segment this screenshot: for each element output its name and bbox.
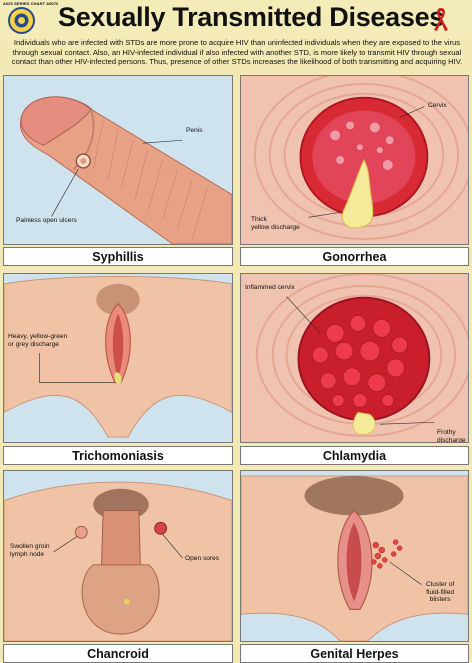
emblem-icon (8, 7, 35, 34)
syphilis-drawing (4, 76, 232, 244)
gonorrhea-drawing (241, 76, 468, 244)
caption-genital-herpes: Genital Herpes (240, 644, 469, 663)
caption-chancroid: Chancroid (3, 644, 233, 663)
genital-herpes-drawing (241, 471, 468, 641)
label-painless-open-ulcers: Painless open ulcers (16, 217, 77, 224)
chancroid-illustration: Swollen groin lymph node Open sores (3, 470, 233, 642)
page-title: Sexually Transmitted Diseases (58, 2, 445, 32)
intro-paragraph: Individuals who are infected with STDs a… (11, 38, 463, 67)
label-inflammed-cervix: Inflammed cervix (245, 284, 295, 291)
label-thick-yellow-discharge: Thick yellow discharge (251, 216, 300, 231)
chancroid-drawing (4, 471, 232, 641)
label-open-sores: Open sores (185, 555, 220, 562)
label-frothy-discharge: Frothy discharge (437, 429, 466, 443)
caption-syphilis: Syphillis (3, 247, 233, 266)
label-cervix: Cervix (428, 102, 447, 109)
caption-chlamydia: Chlamydia (240, 446, 469, 465)
chlamydia-drawing (241, 274, 468, 442)
label-cluster-of-blisters: Cluster of fluid-filled blisters (426, 581, 455, 604)
label-heavy-discharge: Heavy, yellow-green or grey discharge (8, 333, 68, 348)
chlamydia-illustration: Inflammed cervix Frothy discharge (240, 273, 469, 443)
label-penis: Penis (186, 127, 203, 134)
trichomoniasis-illustration: Heavy, yellow-green or grey discharge (3, 273, 233, 443)
series-code: AIDS SERIES CHART A5076 (3, 1, 59, 6)
genital-herpes-illustration: Cluster of fluid-filled blisters (240, 470, 469, 642)
red-ribbon-icon (434, 8, 448, 31)
header: AIDS SERIES CHART A5076 Sexually Transmi… (0, 0, 472, 37)
label-swollen-groin-lymph-node: Swollen groin lymph node (10, 543, 50, 558)
gonorrhea-illustration: Cervix Thick yellow discharge (240, 75, 469, 245)
trichomoniasis-drawing (4, 274, 232, 442)
caption-gonorrhea: Gonorrhea (240, 247, 469, 266)
caption-trichomoniasis: Trichomoniasis (3, 446, 233, 465)
syphilis-illustration: Penis Painless open ulcers (3, 75, 233, 245)
